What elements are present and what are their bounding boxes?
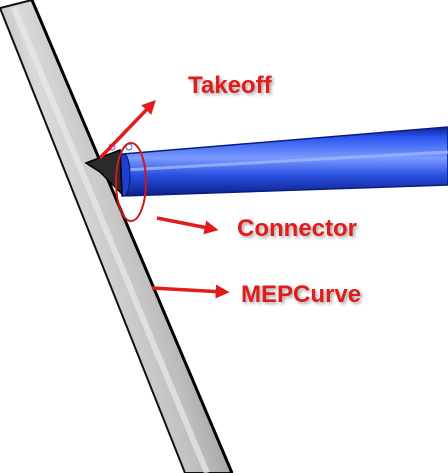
label-connector: Connector bbox=[237, 215, 357, 242]
takeoff-fitting-shape bbox=[84, 148, 123, 196]
connector-arrow bbox=[156, 216, 219, 235]
label-takeoff: Takeoff bbox=[188, 72, 272, 99]
mepcurve-pipe-highlight bbox=[11, 6, 210, 473]
mepcurve-arrow bbox=[151, 284, 230, 299]
takeoff-arrow bbox=[98, 99, 156, 160]
mepcurve-pipe-edge bbox=[30, 0, 234, 473]
connector-highlight-ellipse bbox=[115, 142, 147, 222]
branch-duct-highlight bbox=[123, 150, 448, 172]
branch-duct bbox=[117, 126, 448, 197]
mepcurve-pipe bbox=[0, 0, 234, 473]
mepcurve-pipe-body bbox=[0, 0, 234, 473]
label-mepcurve: MEPCurve bbox=[241, 281, 362, 308]
